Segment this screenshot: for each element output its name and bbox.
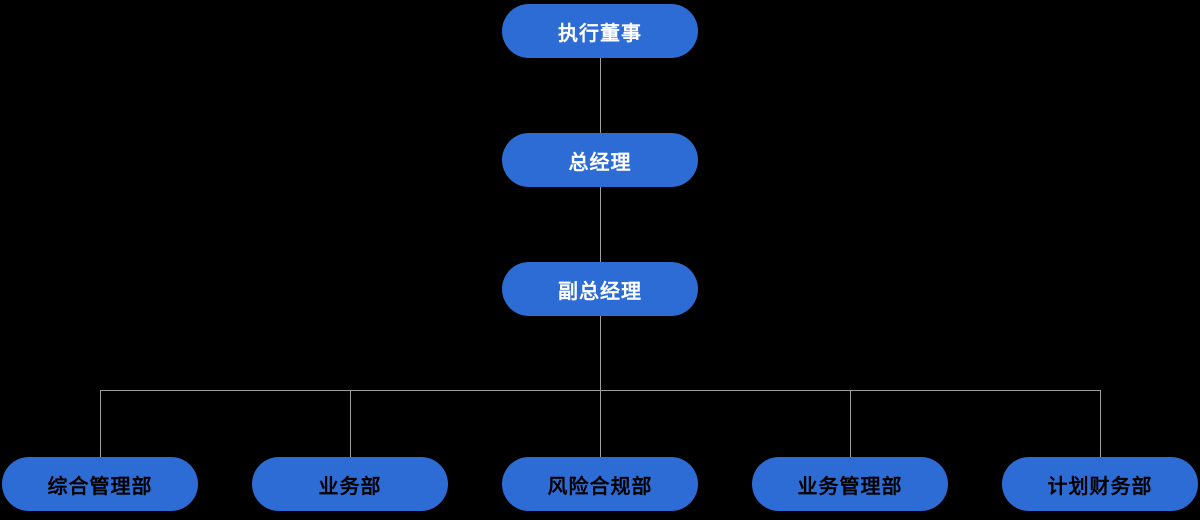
org-node-label: 业务部	[318, 475, 382, 498]
org-node-general-manager[interactable]: 总经理	[502, 133, 698, 187]
connector-drop-risk-compliance	[600, 390, 601, 457]
connector-drop-general-admin	[100, 390, 101, 457]
connector-drop-planning-finance	[1100, 390, 1101, 457]
org-node-label: 风险合规部	[547, 475, 653, 498]
connector-gm-to-dgm	[600, 187, 601, 262]
org-node-business-dept[interactable]: 业务部	[252, 457, 448, 511]
org-node-label: 综合管理部	[47, 475, 153, 498]
connector-drop-business-mgmt	[850, 390, 851, 457]
org-node-business-management-dept[interactable]: 业务管理部	[752, 457, 948, 511]
connector-exec-to-gm	[600, 58, 601, 133]
org-node-label: 计划财务部	[1047, 475, 1153, 498]
org-node-label: 总经理	[568, 151, 632, 174]
connector-dgm-to-bus	[600, 316, 601, 390]
org-node-deputy-general-manager[interactable]: 副总经理	[502, 262, 698, 316]
org-node-general-admin-dept[interactable]: 综合管理部	[2, 457, 198, 511]
org-node-label: 副总经理	[558, 280, 642, 303]
org-node-executive-director[interactable]: 执行董事	[502, 4, 698, 58]
org-node-risk-compliance-dept[interactable]: 风险合规部	[502, 457, 698, 511]
org-node-label: 业务管理部	[797, 475, 903, 498]
org-node-planning-finance-dept[interactable]: 计划财务部	[1002, 457, 1198, 511]
connector-drop-business	[350, 390, 351, 457]
org-node-label: 执行董事	[558, 22, 642, 45]
